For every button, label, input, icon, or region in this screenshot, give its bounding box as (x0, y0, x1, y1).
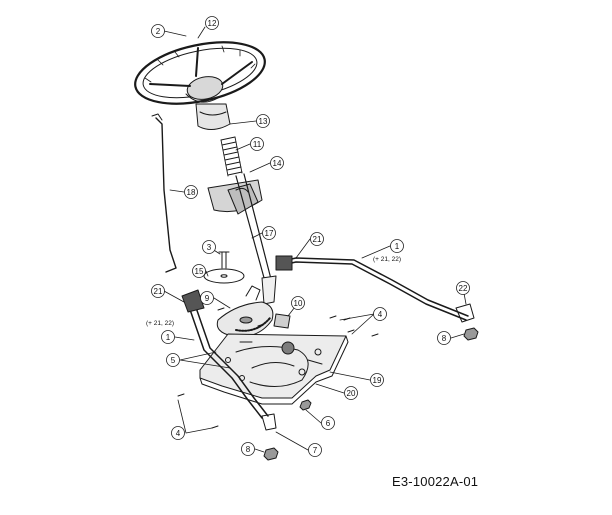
hex-nut (263, 327, 479, 461)
callout-20: 20 (344, 386, 358, 400)
svg-text:21: 21 (313, 235, 322, 244)
svg-text:22: 22 (459, 284, 468, 293)
pinion (273, 313, 291, 329)
svg-text:1: 1 (166, 333, 171, 342)
svg-text:10: 10 (294, 299, 303, 308)
svg-text:6: 6 (326, 419, 331, 428)
callout-18: 18 (184, 185, 198, 199)
bolt (218, 251, 230, 269)
mounting-plate (199, 333, 349, 405)
svg-text:11: 11 (253, 140, 262, 149)
svg-text:2: 2 (156, 27, 161, 36)
callout-3: 3 (202, 240, 216, 254)
callout-12: 12 (205, 16, 219, 30)
callout-11: 11 (250, 137, 264, 151)
svg-text:12: 12 (208, 19, 217, 28)
column-cover (195, 103, 231, 130)
callout-9: 9 (200, 291, 214, 305)
washer (203, 268, 245, 284)
callout-6: 6 (321, 416, 335, 430)
column-spring (220, 136, 243, 177)
callout-21-left: 21 (151, 284, 165, 298)
callout-8-left: 8 (241, 442, 255, 456)
note-right: (+ 21, 22) (373, 256, 401, 263)
callout-15: 15 (192, 264, 206, 278)
callout-17: 17 (262, 226, 276, 240)
callout-10: 10 (291, 296, 305, 310)
note-left: (+ 21, 22) (146, 320, 174, 327)
callout-5: 5 (166, 353, 180, 367)
svg-text:9: 9 (205, 294, 210, 303)
svg-text:1: 1 (395, 242, 400, 251)
callout-21-top: 21 (310, 232, 324, 246)
sub-part-notes: (+ 21, 22) (+ 21, 22) (146, 256, 401, 327)
svg-text:20: 20 (347, 389, 356, 398)
svg-text:3: 3 (207, 243, 212, 252)
callout-1-left: 1 (161, 330, 175, 344)
svg-text:17: 17 (265, 229, 274, 238)
svg-text:8: 8 (246, 445, 251, 454)
callout-7: 7 (308, 443, 322, 457)
svg-text:21: 21 (154, 287, 163, 296)
svg-text:14: 14 (273, 159, 282, 168)
column-bracket (207, 179, 263, 215)
svg-text:15: 15 (195, 267, 204, 276)
callout-14: 14 (270, 156, 284, 170)
svg-text:4: 4 (378, 310, 383, 319)
diagram-code-label: E3-10022A-01 (392, 474, 479, 489)
callout-2: 2 (151, 24, 165, 38)
callout-4-left: 4 (171, 426, 185, 440)
tie-rod-right (275, 255, 475, 323)
svg-text:19: 19 (373, 376, 382, 385)
steering-wheel (134, 41, 266, 105)
steering-shaft (235, 173, 277, 305)
svg-text:13: 13 (259, 117, 268, 126)
svg-text:5: 5 (171, 356, 176, 365)
callout-4-right: 4 (373, 307, 387, 321)
svg-text:8: 8 (442, 334, 447, 343)
callout-22: 22 (456, 281, 470, 295)
sector-gear (216, 285, 274, 338)
callout-19: 19 (370, 373, 384, 387)
leader-lines (163, 26, 467, 453)
callout-8-right: 8 (437, 331, 451, 345)
callout-1-top: 1 (390, 239, 404, 253)
svg-text:18: 18 (187, 188, 196, 197)
svg-text:7: 7 (313, 446, 318, 455)
callouts: 2 12 13 11 14 18 17 21 1 3 15 21 9 10 22… (151, 16, 470, 457)
svg-text:4: 4 (176, 429, 181, 438)
callout-13: 13 (256, 114, 270, 128)
shift-rod (151, 113, 177, 273)
tie-rod-left (181, 289, 277, 431)
